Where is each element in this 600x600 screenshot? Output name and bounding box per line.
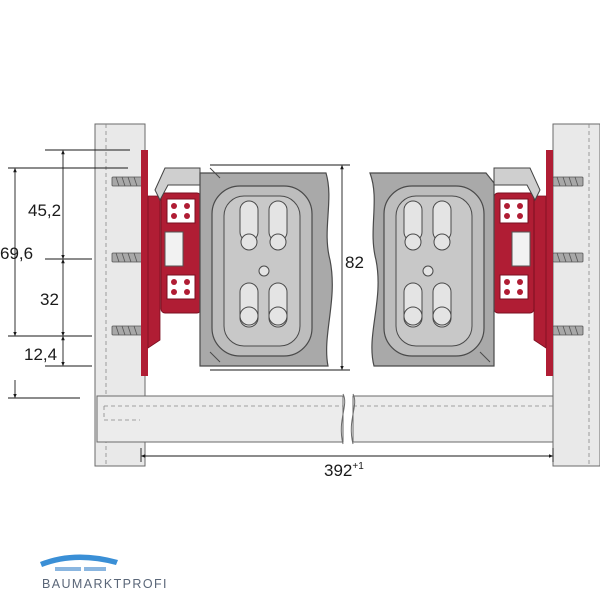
dim-82-label: 82 [345, 253, 364, 272]
dim-12-4-label: 12,4 [24, 345, 57, 364]
right-cabinet-side [552, 123, 600, 467]
left-slide [141, 150, 202, 376]
screw-right-1 [552, 176, 584, 187]
dim-392-value: 392 [324, 461, 352, 480]
dim-392-tolerance: +1 [352, 461, 364, 472]
left-drawer-panel [199, 167, 333, 367]
screw-left-3 [111, 325, 143, 336]
baumarktprofi-logo: BAUMARKTPROFI [40, 554, 168, 591]
dim-392-label: 392+1 [324, 461, 364, 480]
right-drawer-panel [369, 172, 495, 367]
dim-32-label: 32 [40, 290, 59, 309]
logo-roof-icon [40, 554, 118, 567]
dim-69-6-label: 69,6 [0, 244, 33, 263]
dimension-lines [8, 149, 554, 462]
dim-45-2-label: 45,2 [28, 201, 61, 220]
screw-right-3 [552, 325, 584, 336]
logo-text: BAUMARKTPROFI [42, 577, 168, 591]
screw-left-2 [111, 252, 143, 263]
right-slide [493, 150, 553, 376]
drawer-bottom [96, 393, 554, 445]
screw-left-1 [111, 176, 143, 187]
screw-right-2 [552, 252, 584, 263]
